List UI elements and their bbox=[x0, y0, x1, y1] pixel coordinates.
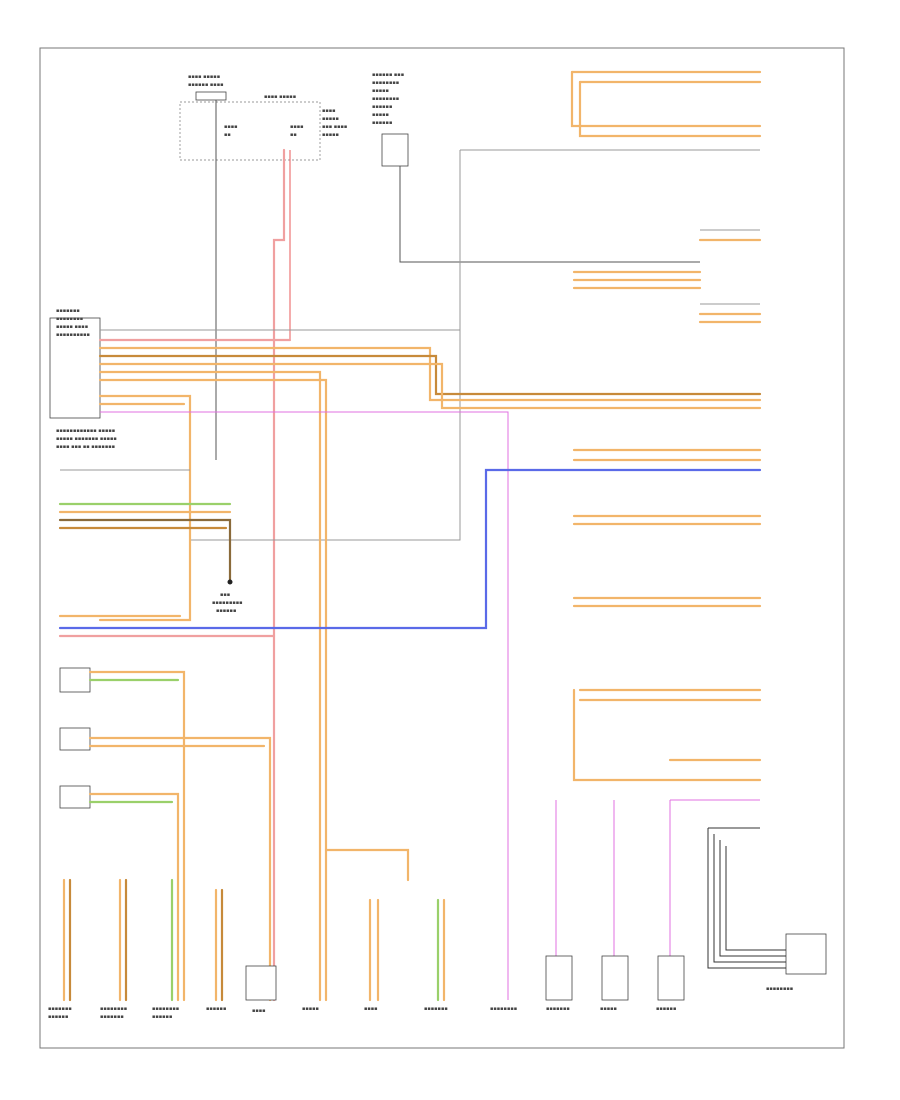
svg-text:▪▪▪▪▪▪▪: ▪▪▪▪▪▪▪ bbox=[546, 1006, 570, 1012]
svg-text:▪▪▪▪▪▪: ▪▪▪▪▪▪ bbox=[152, 1014, 172, 1020]
svg-text:▪▪▪▪▪▪▪▪▪▪: ▪▪▪▪▪▪▪▪▪▪ bbox=[56, 332, 90, 338]
svg-text:▪▪▪▪▪: ▪▪▪▪▪ bbox=[302, 1006, 319, 1012]
svg-text:▪▪▪▪▪▪: ▪▪▪▪▪▪ bbox=[372, 104, 392, 110]
svg-text:▪▪▪▪▪▪: ▪▪▪▪▪▪ bbox=[216, 608, 236, 614]
svg-text:▪▪▪▪▪▪: ▪▪▪▪▪▪ bbox=[206, 1006, 226, 1012]
svg-text:▪▪▪▪ ▪▪▪▪▪: ▪▪▪▪ ▪▪▪▪▪ bbox=[264, 94, 296, 100]
bottom-labels: ▪▪▪▪▪▪▪ ▪▪▪▪▪▪ ▪▪▪▪▪▪▪▪ ▪▪▪▪▪▪▪ ▪▪▪▪▪▪▪▪… bbox=[48, 986, 793, 1020]
svg-text:▪▪▪▪▪▪▪▪▪: ▪▪▪▪▪▪▪▪▪ bbox=[212, 600, 243, 606]
steering-harness bbox=[707, 827, 786, 969]
bottom-left-modules bbox=[59, 667, 272, 1002]
svg-text:▪▪▪▪▪▪: ▪▪▪▪▪▪ bbox=[48, 1014, 68, 1020]
svg-text:▪▪: ▪▪ bbox=[290, 132, 297, 138]
svg-text:▪▪▪▪: ▪▪▪▪ bbox=[322, 108, 336, 114]
svg-text:▪▪▪▪▪ ▪▪▪▪: ▪▪▪▪▪ ▪▪▪▪ bbox=[56, 324, 88, 330]
left-module-harness bbox=[98, 329, 762, 1002]
svg-text:▪▪▪▪▪▪ ▪▪▪: ▪▪▪▪▪▪ ▪▪▪ bbox=[372, 72, 404, 78]
svg-text:▪▪▪▪▪▪▪▪: ▪▪▪▪▪▪▪▪ bbox=[372, 96, 399, 102]
fuse-panel: ▪▪▪▪ ▪▪▪▪▪ ▪▪▪▪▪▪ ▪▪▪▪ ▪▪▪▪ ▪▪▪▪▪ ▪▪▪▪ ▪… bbox=[179, 74, 347, 161]
svg-text:▪▪▪▪▪▪▪: ▪▪▪▪▪▪▪ bbox=[56, 308, 80, 314]
svg-text:▪▪▪▪▪ ▪▪▪▪▪▪▪ ▪▪▪▪▪: ▪▪▪▪▪ ▪▪▪▪▪▪▪ ▪▪▪▪▪ bbox=[56, 436, 117, 442]
svg-text:▪▪▪: ▪▪▪ bbox=[220, 592, 230, 598]
left-control-module: ▪▪▪▪▪▪▪ ▪▪▪▪▪▪▪▪ ▪▪▪▪▪ ▪▪▪▪ ▪▪▪▪▪▪▪▪▪▪ ▪… bbox=[49, 308, 117, 450]
svg-text:▪▪: ▪▪ bbox=[224, 132, 231, 138]
svg-text:▪▪▪▪▪▪▪▪: ▪▪▪▪▪▪▪▪ bbox=[56, 316, 83, 322]
svg-text:▪▪▪▪▪▪: ▪▪▪▪▪▪ bbox=[656, 1006, 676, 1012]
svg-text:▪▪▪▪▪▪▪: ▪▪▪▪▪▪▪ bbox=[100, 1014, 124, 1020]
svg-text:▪▪▪▪: ▪▪▪▪ bbox=[290, 124, 304, 130]
svg-text:▪▪▪▪▪▪▪: ▪▪▪▪▪▪▪ bbox=[48, 1006, 72, 1012]
svg-text:▪▪▪▪▪▪▪: ▪▪▪▪▪▪▪ bbox=[424, 1006, 448, 1012]
fuse-feed-wires bbox=[190, 100, 760, 1002]
svg-text:▪▪▪▪▪: ▪▪▪▪▪ bbox=[600, 1006, 617, 1012]
svg-text:▪▪▪▪▪: ▪▪▪▪▪ bbox=[322, 132, 339, 138]
bottom-components bbox=[62, 800, 827, 1002]
svg-text:▪▪▪▪▪: ▪▪▪▪▪ bbox=[372, 112, 389, 118]
svg-text:▪▪▪▪▪▪▪▪▪▪▪▪ ▪▪▪▪▪: ▪▪▪▪▪▪▪▪▪▪▪▪ ▪▪▪▪▪ bbox=[56, 428, 115, 434]
right-side-connectors bbox=[570, 70, 762, 801]
svg-text:▪▪▪▪ ▪▪▪ ▪▪ ▪▪▪▪▪▪▪: ▪▪▪▪ ▪▪▪ ▪▪ ▪▪▪▪▪▪▪ bbox=[56, 444, 115, 450]
svg-text:▪▪▪▪: ▪▪▪▪ bbox=[252, 1008, 266, 1014]
svg-text:▪▪▪▪▪: ▪▪▪▪▪ bbox=[372, 88, 389, 94]
svg-text:▪▪▪▪▪▪▪▪: ▪▪▪▪▪▪▪▪ bbox=[372, 80, 399, 86]
svg-text:▪▪▪▪▪▪▪▪: ▪▪▪▪▪▪▪▪ bbox=[152, 1006, 179, 1012]
svg-text:▪▪▪▪▪▪ ▪▪▪▪: ▪▪▪▪▪▪ ▪▪▪▪ bbox=[188, 82, 223, 88]
svg-text:▪▪▪▪▪▪▪▪: ▪▪▪▪▪▪▪▪ bbox=[766, 986, 793, 992]
diagram-frame bbox=[39, 47, 845, 1049]
svg-text:▪▪▪▪▪▪▪▪: ▪▪▪▪▪▪▪▪ bbox=[490, 1006, 517, 1012]
svg-text:▪▪▪ ▪▪▪▪: ▪▪▪ ▪▪▪▪ bbox=[322, 124, 347, 130]
ecu-harness: ▪▪▪ ▪▪▪▪▪▪▪▪▪ ▪▪▪▪▪▪ bbox=[58, 468, 762, 638]
top-center-sensor: ▪▪▪▪▪▪ ▪▪▪ ▪▪▪▪▪▪▪▪ ▪▪▪▪▪ ▪▪▪▪▪▪▪▪ ▪▪▪▪▪… bbox=[372, 72, 409, 167]
svg-text:▪▪▪▪ ▪▪▪▪▪: ▪▪▪▪ ▪▪▪▪▪ bbox=[188, 74, 220, 80]
svg-text:▪▪▪▪▪▪▪▪: ▪▪▪▪▪▪▪▪ bbox=[100, 1006, 127, 1012]
svg-text:▪▪▪▪▪: ▪▪▪▪▪ bbox=[322, 116, 339, 122]
svg-text:▪▪▪▪▪▪: ▪▪▪▪▪▪ bbox=[372, 120, 392, 126]
svg-text:▪▪▪▪: ▪▪▪▪ bbox=[224, 124, 238, 130]
svg-text:▪▪▪▪: ▪▪▪▪ bbox=[364, 1006, 378, 1012]
